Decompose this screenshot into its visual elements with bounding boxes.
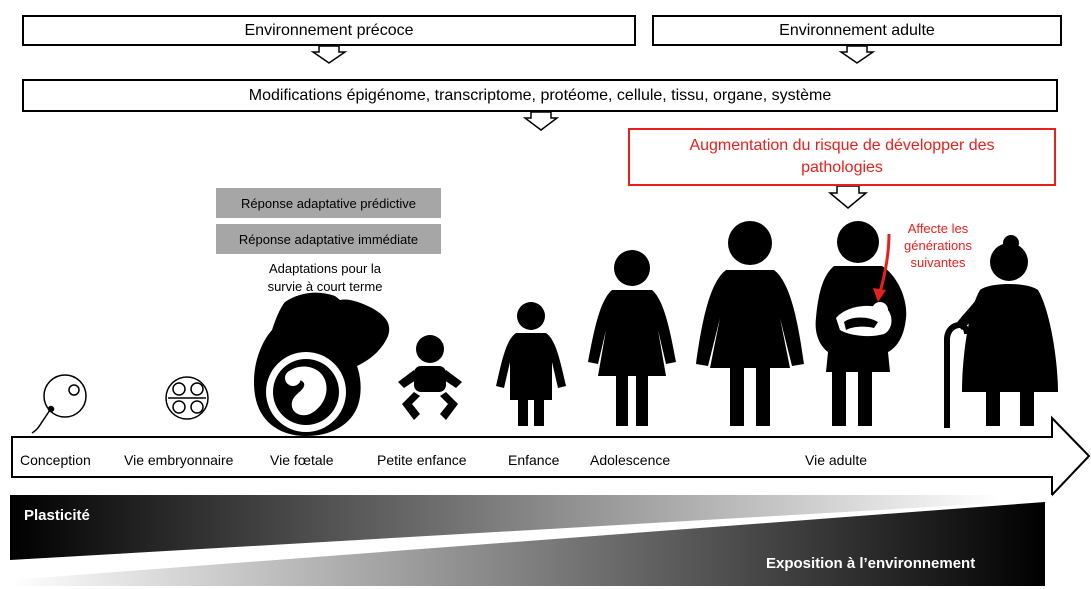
modifications-box: Modifications épigénome, transcriptome, … [22,79,1058,112]
ovum-sperm-icon [31,374,87,434]
adult-icon [696,221,804,426]
risk-label-line2: pathologies [801,159,883,176]
child-icon [496,302,566,426]
exposure-label: Exposition à l’environnement [766,555,976,572]
stage-embryonic: Vie embryonnaire [124,452,234,468]
stage-childhood: Enfance [508,452,560,468]
short-term-line1: Adaptations pour la [268,261,382,276]
immediate-response-box: Réponse adaptative immédiate [216,224,441,254]
stage-fetal: Vie fœtale [270,452,334,468]
modifications-label: Modifications épigénome, transcriptome, … [248,86,832,104]
early-environment-label: Environnement précoce [244,21,414,39]
adult-environment-box: Environnement adulte [652,15,1062,46]
adult-environment-label: Environnement adulte [779,21,935,39]
baby-icon [398,335,462,420]
down-arrow-risk [827,185,869,209]
pregnant-woman-icon [253,292,390,436]
down-arrow-adult [838,45,876,64]
embryo-icon [165,376,209,420]
risk-box: Augmentation du risque de développer des… [628,128,1056,186]
generations-note: Affecte les générations suivantes [888,220,988,271]
elderly-woman-cane-icon [944,235,1058,428]
exposure-wedge [10,502,1045,586]
immediate-response-label: Réponse adaptative immédiate [238,231,419,247]
stage-early-childhood: Petite enfance [377,452,467,468]
short-term-line2: survie à court terme [267,279,383,294]
down-arrow-early [310,45,348,64]
predictive-response-label: Réponse adaptative prédictive [241,195,416,211]
stage-adult: Vie adulte [805,452,868,468]
early-environment-box: Environnement précoce [22,15,636,46]
short-term-adaptations: Adaptations pour la survie à court terme [240,260,410,296]
generations-line3: suivantes [910,255,966,270]
stage-adolescence: Adolescence [590,452,671,468]
generations-line2: générations [904,238,972,253]
predictive-response-box: Réponse adaptative prédictive [216,188,441,218]
plasticity-label: Plasticité [24,507,90,524]
stage-conception: Conception [20,452,91,468]
risk-label-line1: Augmentation du risque de développer des [689,137,995,154]
down-arrow-modifications [522,111,560,131]
timeline-arrow [11,415,1091,498]
mother-holding-baby-icon [815,221,907,426]
plasticity-wedge [10,495,1052,560]
teen-icon [588,250,676,426]
red-generations-arrow [873,233,891,302]
generations-line1: Affecte les [907,221,969,236]
